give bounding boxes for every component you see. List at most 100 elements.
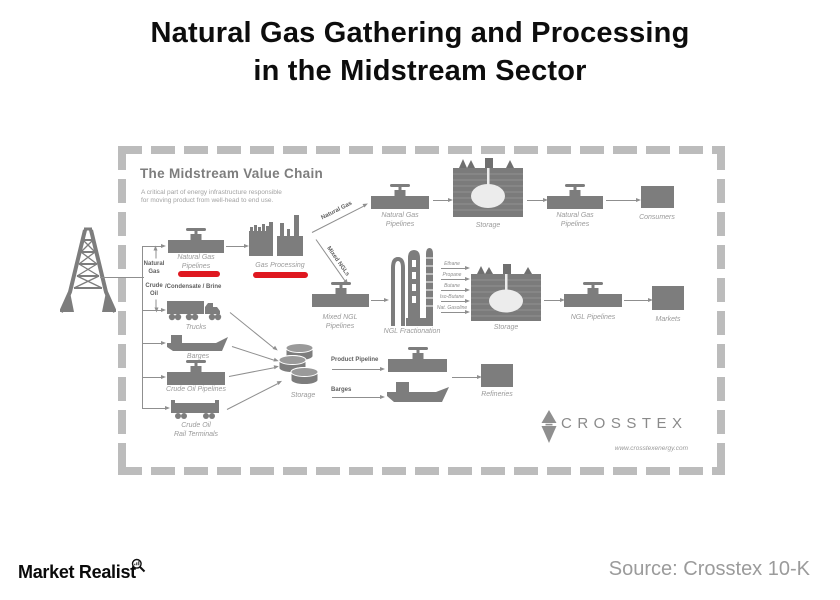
ng-pipelines-3-line2: Pipelines — [560, 220, 590, 228]
mixed-ngl-line2: Pipelines — [325, 322, 355, 330]
page-title-line1: Natural Gas Gathering and Processing — [150, 17, 690, 49]
market-realist-logo: Market Realist — [18, 562, 136, 583]
node-label-storage-bottom: Storage — [290, 392, 316, 399]
ng-pipelines-2-line2: Pipelines — [385, 220, 415, 228]
arrow-up-natural-gas — [155, 250, 157, 259]
node-label-barges: Barges — [186, 353, 210, 360]
node-label-consumers: Consumers — [639, 214, 675, 221]
gas-storage-icon-top — [453, 158, 523, 217]
arrow-storage-to-ngpipe3 — [527, 198, 548, 202]
consumers-icon — [641, 186, 674, 208]
wellhead-feeder-line — [100, 277, 144, 278]
label-condensate-brine: /Condensate / Brine — [165, 284, 222, 290]
node-label-ng-pipelines-2: Natural Gas Pipelines — [361, 212, 439, 229]
label-gas: Gas — [148, 269, 160, 275]
node-label-mixed-ngl: Mixed NGL Pipelines — [303, 314, 377, 331]
fraction-arrow-nat-gasoline — [441, 310, 470, 314]
truck-icon — [167, 301, 222, 321]
arrow-ngpipe2-to-storage — [433, 198, 453, 202]
branch-line — [142, 246, 143, 409]
node-label-ng-pipelines-1: Natural Gas Pipelines — [158, 254, 234, 271]
arrow-to-rail — [143, 406, 170, 410]
highlight-underline-ng-pipelines — [178, 271, 220, 277]
arrow-to-fractionation — [371, 298, 389, 302]
crude-rail-line2: Rail Terminals — [173, 430, 219, 438]
ngl-storage-icon-mid — [471, 264, 541, 321]
crosstex-url: www.crosstexenergy.com — [614, 445, 688, 452]
crosstex-diamond-icon — [541, 410, 557, 443]
ng-pipelines-3-line1: Natural Gas — [556, 212, 594, 219]
diagram-frame — [118, 146, 725, 475]
node-label-ng-pipelines-3: Natural Gas Pipelines — [537, 212, 613, 229]
arrow-storage-to-nglpipe — [544, 298, 565, 302]
fraction-label-butane: Butane — [444, 283, 460, 289]
crude-rail-line1: Crude Oil — [181, 422, 211, 429]
pipeline-icon-ngl — [564, 282, 622, 307]
highlight-underline-gas-processing — [253, 272, 308, 278]
arrow-to-barges — [143, 341, 166, 345]
fraction-arrow-butane — [441, 288, 470, 292]
page-title-line2: in the Midstream Sector — [253, 55, 587, 87]
ng-pipelines-2-line1: Natural Gas — [381, 212, 419, 219]
frame-edge-top — [118, 146, 725, 154]
gas-processing-plant-icon — [249, 215, 303, 256]
arrow-barges-flow — [332, 395, 385, 399]
node-label-markets: Markets — [655, 316, 681, 323]
flow-label-barges: Barges — [331, 387, 352, 393]
tank-storage-icon — [278, 343, 319, 385]
arrow-down-crude-oil — [155, 299, 157, 308]
fraction-label-nat-gasoline: Nat. Gasoline — [436, 305, 468, 311]
label-natural: Natural — [143, 261, 165, 267]
page-title: Natural Gas Gathering and Processing in … — [0, 14, 840, 90]
node-label-crude-pipelines: Crude Oil Pipelines — [166, 386, 226, 393]
arrow-to-trucks — [143, 308, 166, 312]
label-crude-oil-input: Crude Oil — [134, 282, 174, 298]
pipeline-icon-mixed-ngl — [312, 282, 369, 307]
fraction-label-propane: Propane — [442, 272, 462, 278]
node-label-storage-mid: Storage — [493, 324, 519, 331]
diagram-title: The Midstream Value Chain — [140, 166, 324, 181]
node-label-refineries: Refineries — [481, 391, 513, 398]
refineries-icon — [481, 364, 513, 387]
ship-icon — [387, 382, 449, 402]
rail-car-icon — [171, 400, 219, 419]
arrow-to-crude-pipelines — [143, 375, 166, 379]
fraction-label-ethane: Ethane — [444, 261, 460, 267]
fraction-arrow-ethane — [441, 266, 470, 270]
node-label-trucks: Trucks — [185, 324, 207, 331]
node-label-storage-top: Storage — [475, 222, 501, 229]
flow-label-product-pipeline: Product Pipeline — [331, 357, 379, 363]
markets-icon — [652, 286, 684, 310]
diagram-subtitle: A critical part of energy infrastructure… — [141, 189, 282, 205]
oil-derrick-icon — [60, 227, 116, 313]
node-label-crude-rail: Crude Oil Rail Terminals — [160, 422, 232, 439]
source-credit: Source: Crosstex 10-K — [608, 558, 810, 580]
arrow-to-ng-pipelines — [143, 244, 166, 248]
diagram-subtitle-line1: A critical part of energy infrastructure… — [141, 189, 282, 196]
frame-edge-left — [118, 146, 126, 475]
arrow-to-markets — [624, 298, 653, 302]
fraction-arrow-iso-butane — [441, 299, 470, 303]
market-realist-wordmark: Market Realist — [18, 562, 136, 582]
crosstex-wordmark: CROSSTEX — [561, 415, 688, 432]
pipeline-icon-product — [388, 347, 447, 372]
label-natural-gas-input: Natural Gas — [134, 260, 174, 276]
fraction-arrow-propane — [441, 277, 470, 281]
pipeline-icon-ng-1 — [168, 228, 224, 253]
fraction-label-iso-butane: Iso-Butane — [439, 294, 465, 300]
node-label-ngl-pipelines: NGL Pipelines — [570, 314, 616, 321]
label-oil: Oil — [149, 291, 158, 297]
node-label-gas-processing: Gas Processing — [255, 262, 305, 269]
arrow-product-pipeline — [332, 367, 385, 371]
frame-edge-right — [717, 146, 725, 475]
ng-pipelines-1-line1: Natural Gas — [177, 254, 215, 261]
pipeline-icon-ng-3 — [547, 184, 603, 209]
mixed-ngl-line1: Mixed NGL — [322, 314, 358, 321]
pipeline-icon-crude — [167, 360, 225, 385]
ng-pipelines-1-line2: Pipelines — [181, 262, 211, 270]
pipeline-icon-ng-2 — [371, 184, 429, 209]
barge-icon — [167, 335, 228, 351]
ngl-fractionation-towers-icon — [391, 248, 433, 326]
node-label-ngl-fractionation: NGL Fractionation — [383, 328, 441, 335]
